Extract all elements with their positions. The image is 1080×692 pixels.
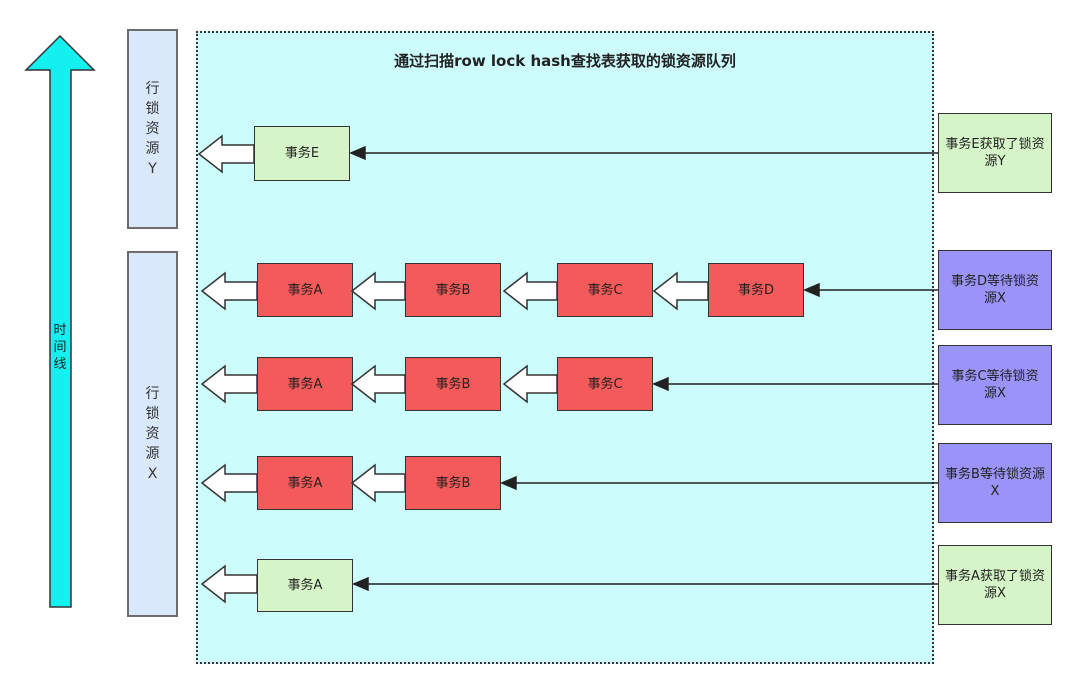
row3-txn-a-box: 事务A: [257, 357, 353, 411]
note-txn-d-waiting: 事务D等待锁资源X: [938, 250, 1052, 330]
txn-e-box: 事务E: [254, 126, 350, 181]
note-txn-c-waiting: 事务C等待锁资源X: [938, 345, 1052, 425]
row4-txn-b-box: 事务B: [405, 456, 501, 510]
diagram-title: 通过扫描row lock hash查找表获取的锁资源队列: [394, 52, 736, 70]
row2-txn-a-box: 事务A: [257, 263, 353, 317]
resource-y-block: 行锁资源Y: [127, 29, 178, 229]
row5-txn-a-box: 事务A: [257, 559, 353, 612]
timeline-label: 时间线: [53, 323, 67, 372]
resource-y-label: 行锁资源Y: [145, 81, 160, 177]
note-txn-b-waiting: 事务B等待锁资源X: [938, 443, 1052, 523]
note-txn-e-acquired: 事务E获取了锁资源Y: [938, 113, 1052, 193]
row4-txn-a-box: 事务A: [257, 456, 353, 510]
resource-x-label: 行锁资源X: [145, 386, 160, 482]
row3-txn-b-box: 事务B: [405, 357, 501, 411]
row3-txn-c-box: 事务C: [557, 357, 653, 411]
resource-x-block: 行锁资源X: [127, 251, 178, 617]
row2-txn-c-box: 事务C: [557, 263, 653, 317]
note-txn-a-acquired: 事务A获取了锁资源X: [938, 545, 1052, 625]
row2-txn-d-box: 事务D: [708, 263, 804, 317]
row2-txn-b-box: 事务B: [405, 263, 501, 317]
